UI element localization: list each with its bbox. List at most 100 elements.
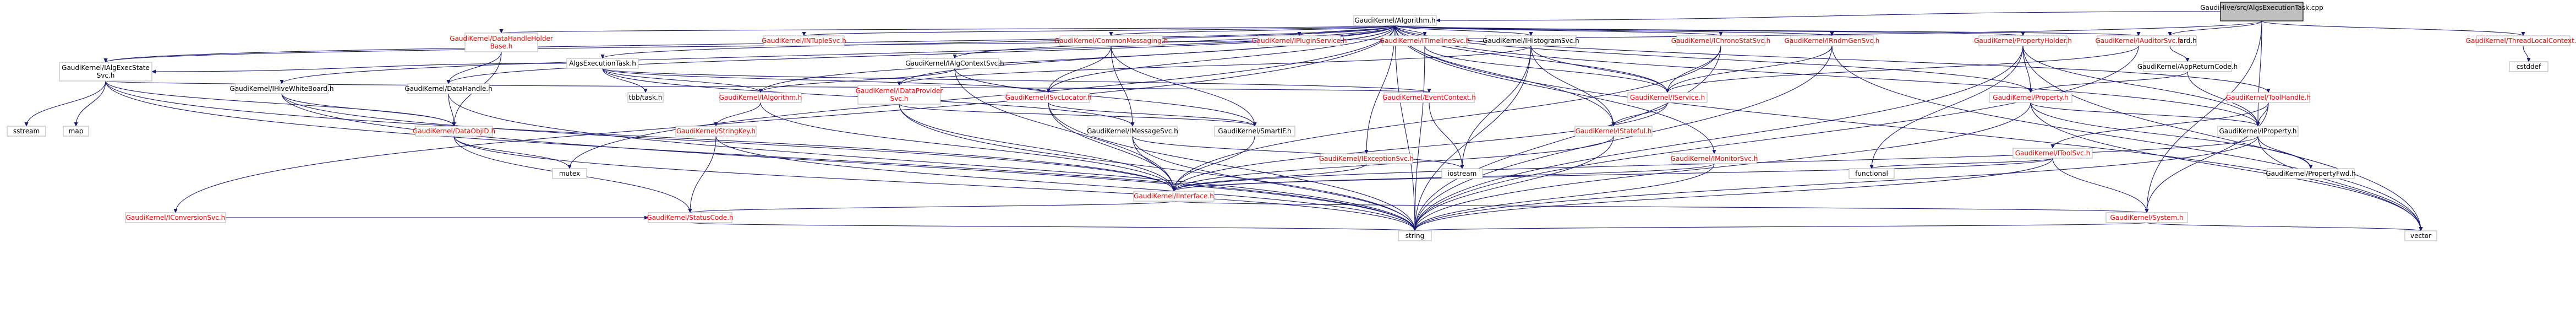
node-cstddef: cstddef <box>2509 61 2548 72</box>
node-dataobjid[interactable]: GaudiKernel/DataObjID.h <box>413 126 495 137</box>
node-root[interactable]: GaudiHive/src/AlgsExecutionTask.cpp <box>2200 2 2323 21</box>
edge-ihivewhiteboard-to-dataobjid <box>281 93 454 126</box>
node-algorithm[interactable]: GaudiKernel/Algorithm.h <box>1353 15 1437 26</box>
node-statuscode[interactable]: GaudiKernel/StatusCode.h <box>647 212 734 223</box>
node-iauditorsvc[interactable]: GaudiKernel/IAuditorSvc.h <box>2096 35 2182 46</box>
node-iproperty[interactable]: GaudiKernel/IProperty.h <box>2217 126 2299 137</box>
edge-itimelinesvc-to-string <box>1415 45 1425 231</box>
node-propertyholder[interactable]: GaudiKernel/PropertyHolder.h <box>1974 35 2072 46</box>
edge-ialgexecstate-to-eventcontext <box>105 80 1429 93</box>
edge-dataobjid-to-mutex <box>453 136 570 169</box>
node-label: GaudiKernel/Property.h <box>1993 94 2068 101</box>
node-system[interactable]: GaudiKernel/System.h <box>2105 212 2188 223</box>
edge-propertyholder-to-functional <box>1872 45 2023 169</box>
node-label: GaudiKernel/IToolSvc.h <box>2015 149 2091 157</box>
edge-isvclocator-to-smartif <box>1048 102 1255 126</box>
edge-iinterface-to-system <box>1173 201 2147 213</box>
node-iinterface[interactable]: GaudiKernel/IInterface.h <box>1133 191 1215 202</box>
node-irndmgen[interactable]: GaudiKernel/IRndmGenSvc.h <box>1785 35 1880 46</box>
node-box <box>407 83 490 94</box>
node-property[interactable]: GaudiKernel/Property.h <box>1989 92 2072 103</box>
node-itoolsvc[interactable]: GaudiKernel/IToolSvc.h <box>2012 148 2093 159</box>
node-box <box>415 126 493 137</box>
edge-datahandle-to-string <box>448 93 1415 231</box>
node-datahandle[interactable]: GaudiKernel/DataHandle.h <box>404 83 493 94</box>
node-box <box>648 212 732 223</box>
node-label: GaudiKernel/DataObjID.h <box>413 127 495 135</box>
edge-root-to-threadlocal <box>2261 20 2523 36</box>
node-iconversionsvc[interactable]: GaudiKernel/IConversionSvc.h <box>125 212 226 223</box>
node-label: GaudiKernel/IConversionSvc.h <box>126 214 226 221</box>
node-smartif[interactable]: GaudiKernel/SmartIF.h <box>1214 126 1295 137</box>
edge-algorithm-to-iauditorsvc <box>1394 25 2139 36</box>
node-itupleprop[interactable]: GaudiKernel/INTupleSvc.h <box>762 35 846 46</box>
node-box <box>1671 153 1757 164</box>
node-appreturncode[interactable]: GaudiKernel/AppReturnCode.h <box>2137 61 2238 72</box>
node-istateful[interactable]: GaudiKernel/IStateful.h <box>1574 126 1653 137</box>
edge-root-to-iproperty <box>2258 20 2262 126</box>
edge-algexectask-to-eventcontext <box>602 68 1429 93</box>
edge-istateful-to-string <box>1415 136 1614 231</box>
edge-ialgexecstate-to-sstream <box>26 80 106 126</box>
edge-iauditorsvc-to-string <box>1415 45 2139 231</box>
edge-iauditorsvc-to-iservice <box>1667 45 2139 93</box>
node-map: map <box>63 126 89 137</box>
node-eventcontext[interactable]: GaudiKernel/EventContext.h <box>1382 92 1476 103</box>
edge-ichronostat-to-string <box>1415 45 1721 231</box>
edge-ihivewhiteboard-to-iinterface <box>281 93 1174 191</box>
node-ialgcontextsvc[interactable]: GaudiKernel/IAlgContextSvc.h <box>905 58 1004 69</box>
node-ichronostat[interactable]: GaudiKernel/IChronoStatSvc.h <box>1671 35 1771 46</box>
edge-ihistogramsvc-to-string <box>1415 45 1532 231</box>
node-imonitorsvc[interactable]: GaudiKernel/IMonitorSvc.h <box>1671 153 1758 164</box>
node-label: GaudiKernel/IChronoStatSvc.h <box>1671 37 1771 45</box>
node-label: GaudiKernel/System.h <box>2110 214 2183 221</box>
edge-algorithm-to-iservice <box>1394 25 1667 93</box>
edge-propertyholder-to-property <box>2022 45 2031 93</box>
edge-algexectask-to-tbbtask <box>602 68 646 93</box>
edge-ihistogramsvc-to-istateful <box>1530 45 1614 126</box>
edge-statuscode-to-string <box>690 222 1415 231</box>
node-imessagesvc[interactable]: GaudiKernel/IMessageSvc.h <box>1087 126 1178 137</box>
edge-itoolsvc-to-functional <box>1872 158 2053 169</box>
node-ialgorithm[interactable]: GaudiKernel/IAlgorithm.h <box>719 92 802 103</box>
node-box <box>2217 126 2299 137</box>
edge-threadlocal-to-cstddef <box>2523 45 2529 62</box>
node-label: GaudiKernel/IExceptionSvc.h <box>1319 155 1414 163</box>
edge-iproperty-to-string <box>1415 136 2258 231</box>
edge-stringkey-to-string <box>715 136 1415 231</box>
node-box <box>1133 191 1215 202</box>
edge-property-to-iproperty <box>2030 102 2258 126</box>
node-ihistogramsvc[interactable]: GaudiKernel/IHistogramSvc.h <box>1483 35 1579 46</box>
node-stringkey[interactable]: GaudiKernel/StringKey.h <box>675 126 757 137</box>
node-label: GaudiKernel/ITimelineSvc.h <box>1380 37 1470 45</box>
node-box <box>1627 92 1708 103</box>
node-tbbtask: tbb/task.h <box>627 92 664 103</box>
node-iexceptionsvc[interactable]: GaudiKernel/IExceptionSvc.h <box>1319 153 1414 164</box>
node-itimelinesvc[interactable]: GaudiKernel/ITimelineSvc.h <box>1380 35 1470 46</box>
node-commonmessaging[interactable]: GaudiKernel/CommonMessaging.h <box>1054 35 1168 46</box>
edge-ihistogramsvc-to-iostream <box>1462 45 1532 169</box>
node-isvclocator[interactable]: GaudiKernel/ISvcLocator.h <box>1005 92 1092 103</box>
node-threadlocal[interactable]: GaudiKernel/ThreadLocalContext.h <box>2466 35 2576 46</box>
node-ihivewhiteboard[interactable]: GaudiKernel/IHiveWhiteBoard.h <box>230 83 334 94</box>
node-label: GaudiKernel/CommonMessaging.h <box>1054 37 1168 45</box>
node-box <box>2220 2 2304 21</box>
edge-algorithm-to-algexectask <box>603 25 1396 58</box>
node-propertyfwd[interactable]: GaudiKernel/PropertyFwd.h <box>2266 168 2356 179</box>
node-iplugin[interactable]: GaudiKernel/IPluginService.h <box>1252 35 1347 46</box>
node-itoolhandle[interactable]: GaudiKernel/ToolHandle.h <box>2226 92 2311 103</box>
node-iservice[interactable]: GaudiKernel/IService.h <box>1627 92 1708 103</box>
node-algexectask[interactable]: AlgsExecutionTask.h <box>566 58 639 69</box>
node-box <box>910 58 999 69</box>
node-label: GaudiKernel/PropertyFwd.h <box>2266 170 2355 177</box>
edge-ihistogramsvc-to-iservice <box>1530 45 1667 93</box>
node-box <box>125 212 226 223</box>
node-label: AlgsExecutionTask.h <box>569 60 636 67</box>
node-box <box>1441 168 1483 179</box>
node-label: string <box>1405 232 1424 240</box>
